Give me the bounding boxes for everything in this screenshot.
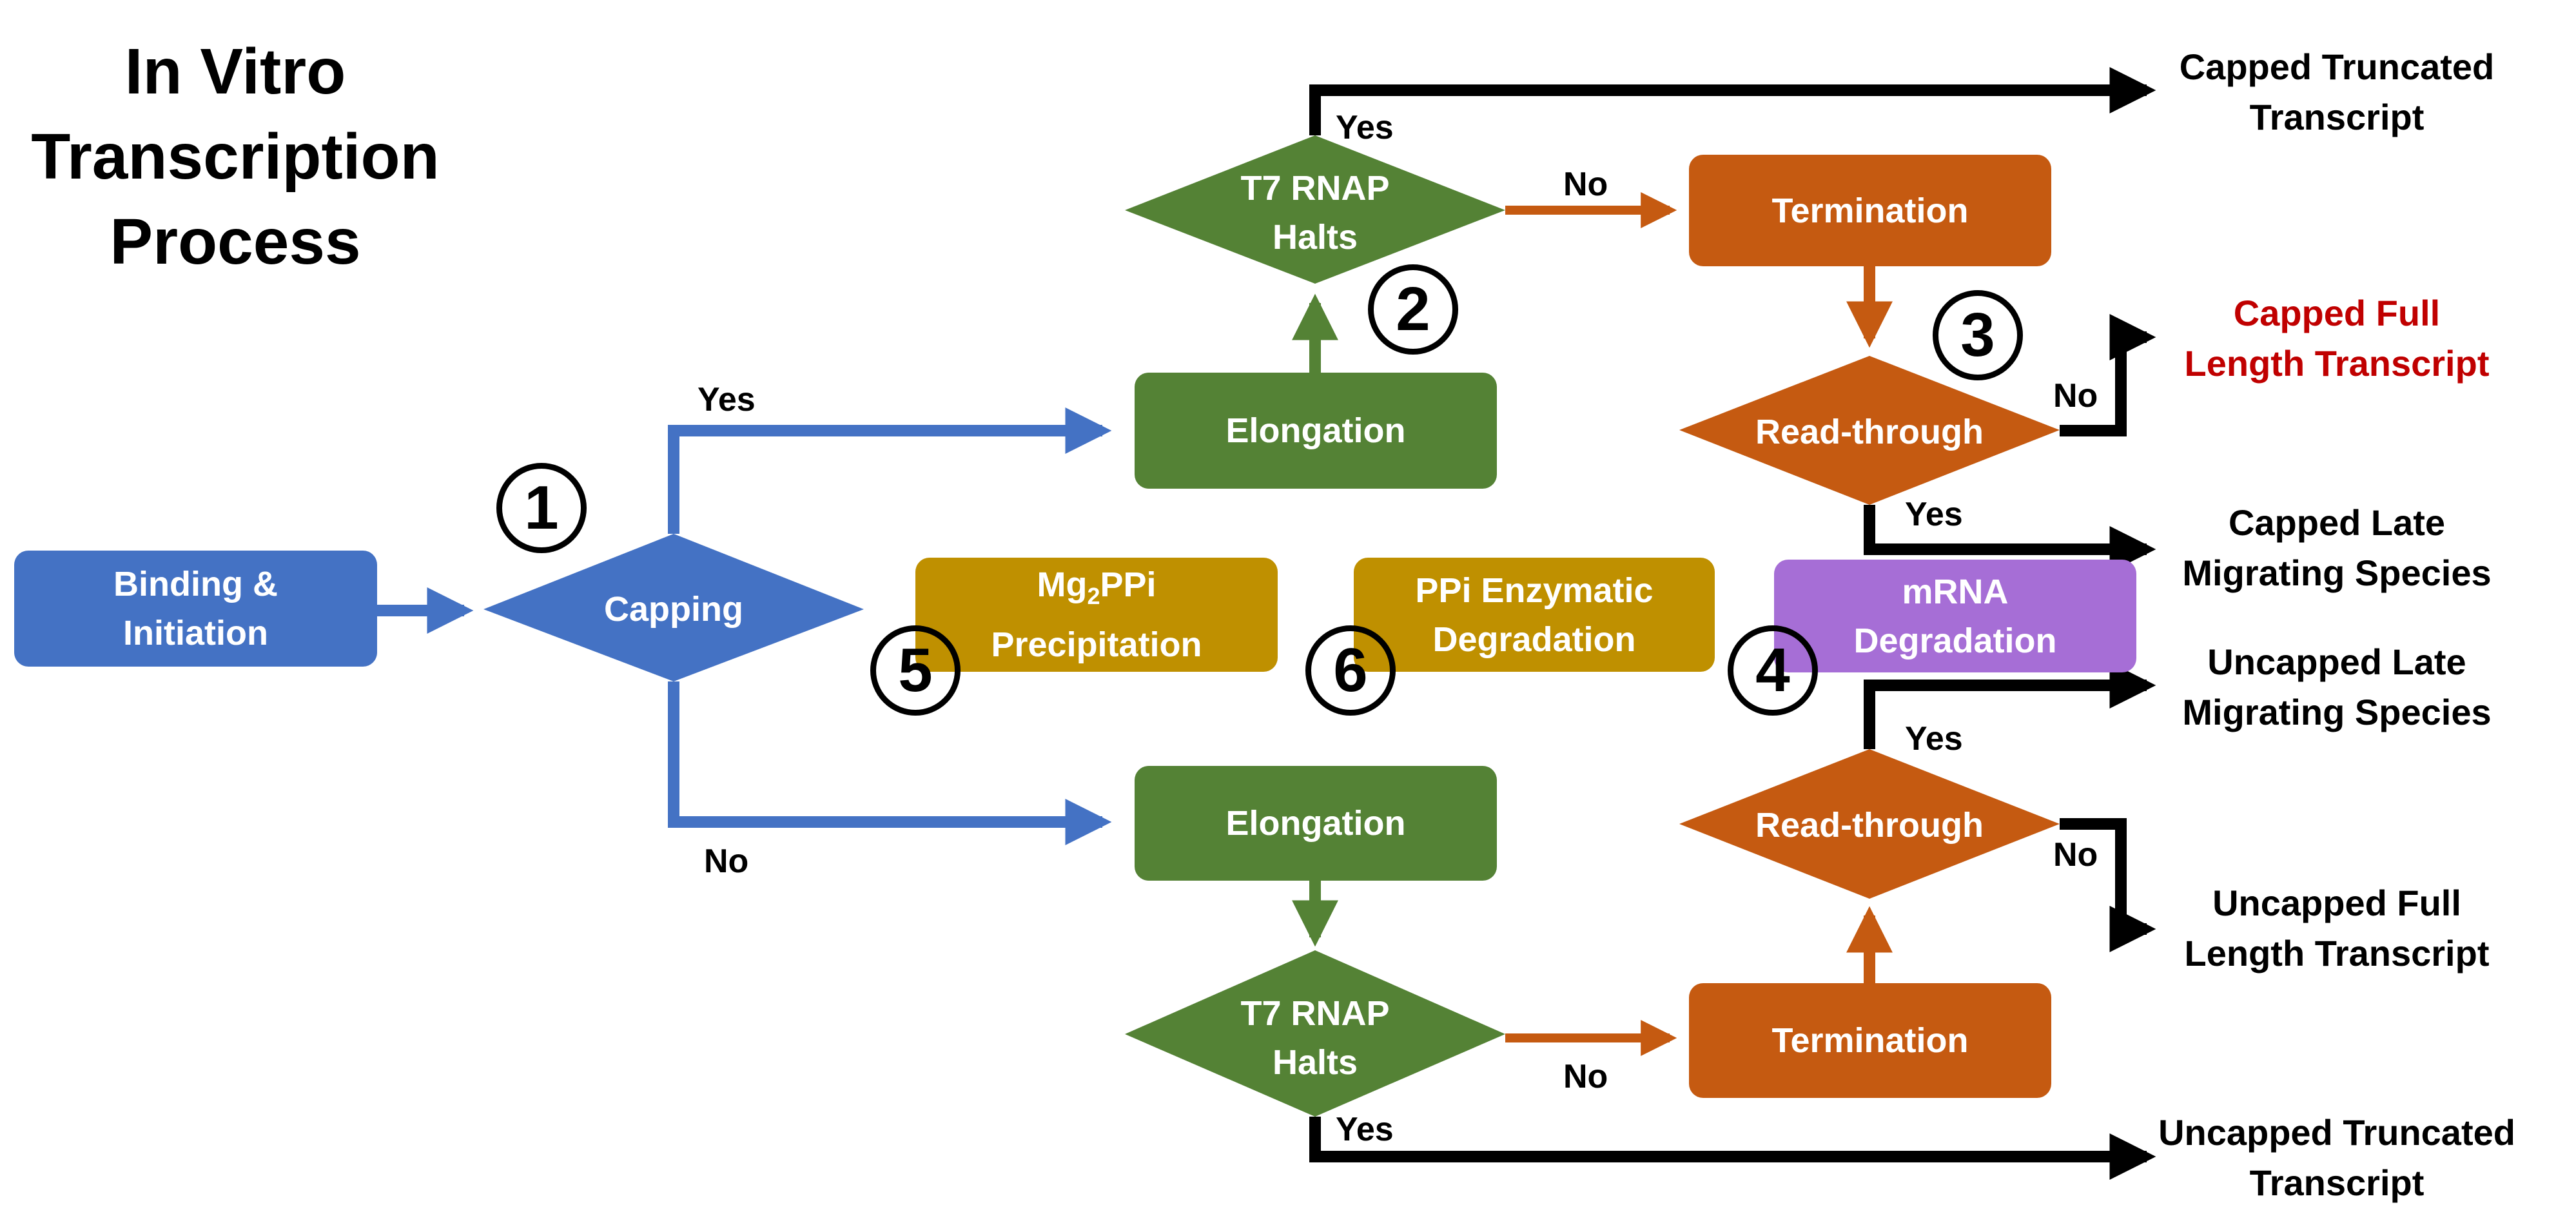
capping-yes-arrow (668, 407, 1112, 534)
capped-late-output: Capped Late Migrating Species (2182, 502, 2492, 593)
read-through-top-yes-label: Yes (1905, 496, 1963, 533)
capped-truncated-output: Capped Truncated Transcript (2179, 46, 2495, 137)
uncapped-truncated-arrow (1309, 1117, 2156, 1180)
read-through-bottom-yes-label: Yes (1905, 720, 1963, 758)
t7-bottom-yes-label: Yes (1336, 1111, 1394, 1148)
capped-late-arrow (1864, 505, 2156, 572)
capping-label: Capping (604, 590, 743, 629)
step-5-marker: 5 (870, 625, 961, 716)
capping-yes-label: Yes (698, 381, 756, 418)
uncapped-late-arrow (1864, 662, 2156, 749)
elongation-top-box: Elongation (1135, 373, 1497, 489)
step-6-marker: 6 (1305, 625, 1396, 716)
uncapped-full-output: Uncapped Full Length Transcript (2184, 883, 2490, 974)
step-3-marker: 3 (1933, 290, 2023, 380)
termination-top-box: Termination (1689, 155, 2051, 266)
capped-truncated-arrow (1309, 67, 2156, 135)
read-through-bottom-no-label: No (2053, 836, 2098, 874)
read-through-bottom-diamond (1679, 749, 2060, 899)
t7-top-no-label: No (1563, 166, 1608, 203)
t7-halts-bottom-diamond (1125, 950, 1505, 1117)
uncapped-full-arrow (2060, 818, 2156, 952)
read-through-top-no-label: No (2053, 377, 2098, 415)
t7-halts-bottom-label: T7 RNAP Halts (1240, 994, 1390, 1082)
mg2ppi-precipitation-box: Mg2PPi Precipitation (915, 558, 1278, 672)
capping-diamond (483, 534, 864, 681)
capping-no-arrow (668, 681, 1112, 845)
binding-initiation-box: Binding & Initiation (14, 551, 377, 667)
t7-top-yes-label: Yes (1336, 109, 1394, 146)
uncapped-late-output: Uncapped Late Migrating Species (2182, 641, 2492, 732)
step-2-marker: 2 (1368, 264, 1458, 355)
elongation-bottom-box: Elongation (1135, 766, 1497, 881)
capped-full-output: Capped Full Length Transcript (2184, 293, 2490, 384)
step-1-marker: 1 (496, 463, 587, 553)
step-4-marker: 4 (1728, 625, 1818, 716)
mg2ppi-formula: Mg2PPi (1037, 565, 1156, 609)
read-through-bottom-label: Read-through (1755, 806, 1984, 845)
read-through-top-diamond (1679, 356, 2060, 505)
uncapped-truncated-output: Uncapped Truncated Transcript (2158, 1112, 2515, 1203)
t7-halts-top-diamond (1125, 135, 1505, 284)
ppi-degradation-box: PPi Enzymatic Degradation (1354, 558, 1715, 672)
mg2ppi-label: Precipitation (991, 625, 1202, 665)
read-through-top-label: Read-through (1755, 413, 1984, 451)
t7-bottom-no-label: No (1563, 1058, 1608, 1095)
mrna-degradation-box: mRNA Degradation (1774, 560, 2136, 672)
t7-halts-top-label: T7 RNAP Halts (1240, 169, 1390, 257)
capped-full-arrow (2060, 314, 2156, 436)
capping-no-label: No (704, 843, 749, 880)
termination-bottom-box: Termination (1689, 983, 2051, 1098)
diagram-title: In Vitro Transcription Process (31, 35, 440, 278)
